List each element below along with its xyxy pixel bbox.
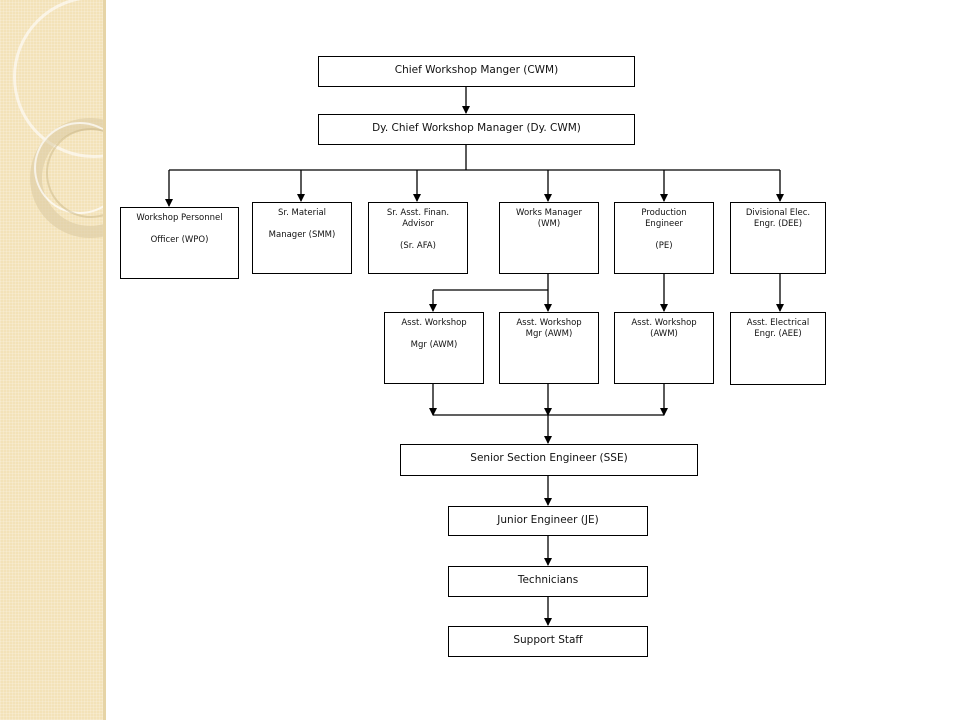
node-label: Asst. Electrical Engr. (AEE)	[746, 318, 810, 339]
node-label: Junior Engineer (JE)	[497, 514, 599, 526]
node-label: Sr. Material Manager (SMM)	[268, 208, 336, 240]
node-awm-2: Asst. Workshop Mgr (AWM)	[499, 312, 599, 384]
node-support-staff: Support Staff	[448, 626, 648, 657]
node-label: Workshop Personnel Officer (WPO)	[136, 213, 223, 245]
node-awm-3: Asst. Workshop (AWM)	[614, 312, 714, 384]
node-sse: Senior Section Engineer (SSE)	[400, 444, 698, 476]
node-awm-1: Asst. Workshop Mgr (AWM)	[384, 312, 484, 384]
node-dee: Divisional Elec. Engr. (DEE)	[730, 202, 826, 274]
node-cwm: Chief Workshop Manger (CWM)	[318, 56, 635, 87]
decorative-sidebar	[0, 0, 106, 720]
node-wm: Works Manager (WM)	[499, 202, 599, 274]
node-label: Sr. Asst. Finan. Advisor (Sr. AFA)	[386, 208, 450, 251]
node-je: Junior Engineer (JE)	[448, 506, 648, 536]
node-label: Senior Section Engineer (SSE)	[470, 452, 628, 464]
node-label: Chief Workshop Manger (CWM)	[394, 64, 559, 76]
node-label: Divisional Elec. Engr. (DEE)	[745, 208, 811, 229]
node-label: Support Staff	[513, 634, 583, 646]
node-smm: Sr. Material Manager (SMM)	[252, 202, 352, 274]
node-dy-cwm: Dy. Chief Workshop Manager (Dy. CWM)	[318, 114, 635, 145]
sidebar-edge	[103, 0, 106, 720]
node-pe: Production Engineer (PE)	[614, 202, 714, 274]
node-label: Technicians	[517, 574, 579, 586]
node-wpo: Workshop Personnel Officer (WPO)	[120, 207, 239, 279]
node-technicians: Technicians	[448, 566, 648, 597]
node-label: Production Engineer (PE)	[641, 208, 687, 251]
node-label: Dy. Chief Workshop Manager (Dy. CWM)	[372, 122, 581, 134]
node-label: Asst. Workshop Mgr (AWM)	[516, 318, 582, 339]
node-aee: Asst. Electrical Engr. (AEE)	[730, 312, 826, 385]
node-label: Asst. Workshop Mgr (AWM)	[401, 318, 467, 350]
node-label: Works Manager (WM)	[516, 208, 582, 229]
node-label: Asst. Workshop (AWM)	[631, 318, 697, 339]
node-sr-afa: Sr. Asst. Finan. Advisor (Sr. AFA)	[368, 202, 468, 274]
